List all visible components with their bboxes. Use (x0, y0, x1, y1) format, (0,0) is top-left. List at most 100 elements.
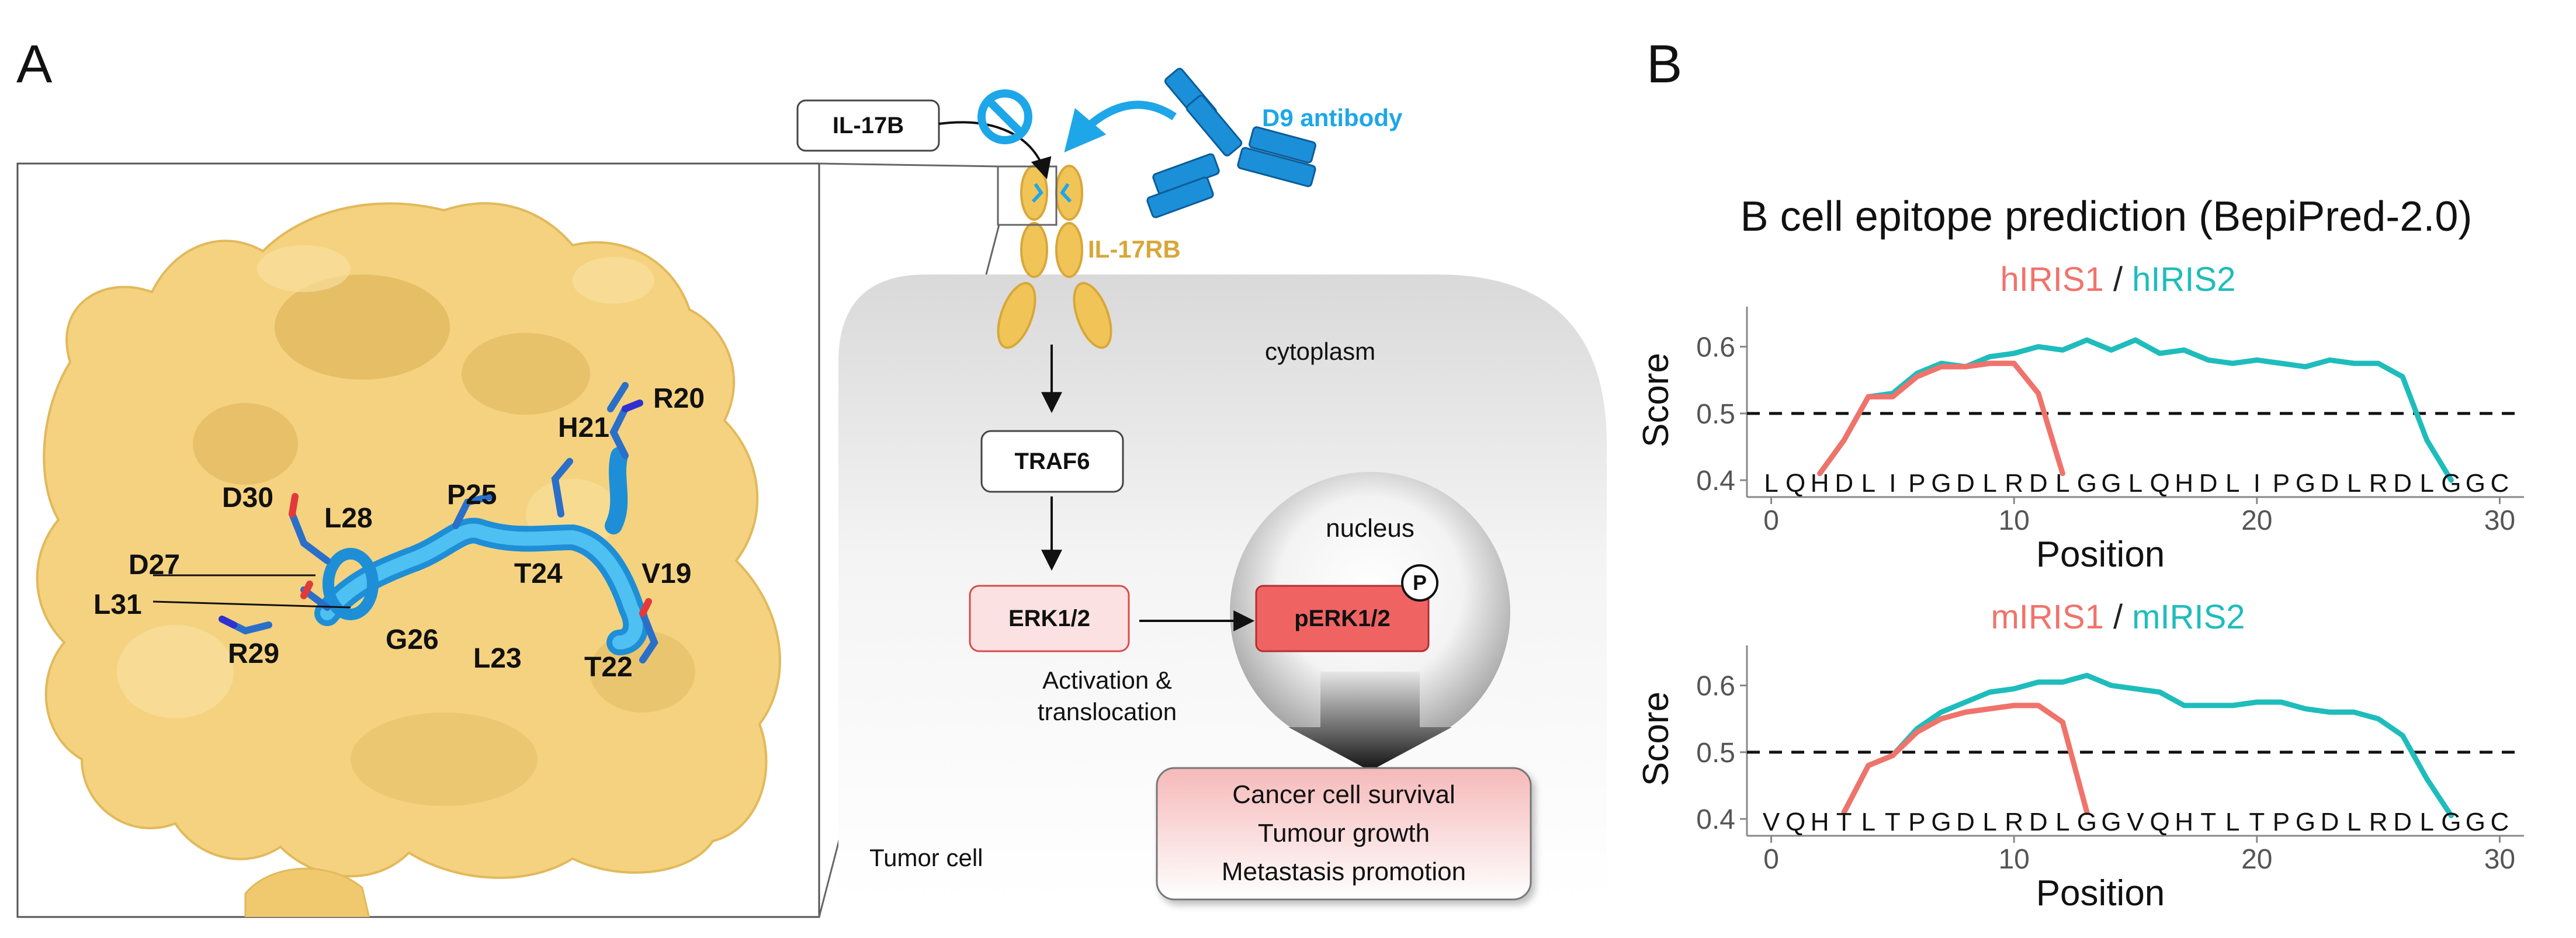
receptor (997, 165, 1112, 349)
chart2-legend: mIRIS1 / mIRIS2 (1694, 597, 2542, 637)
sequence-letter: Q (2149, 808, 2169, 836)
residue-label: V19 (642, 558, 692, 589)
perk-label: pERK1/2 (1294, 605, 1391, 631)
x-tick-label: 30 (2484, 505, 2515, 536)
receptor-zoom-box (997, 165, 1058, 226)
series-line-mIRIS1-overlay (1841, 703, 2090, 815)
sequence-letter: R (2369, 469, 2388, 498)
sequence-letter: G (1931, 808, 1951, 836)
sequence-letter: I (1889, 469, 1896, 498)
sequence-letter: L (2420, 808, 2434, 836)
sequence-letter: L (1861, 808, 1875, 836)
residue-label: L23 (473, 643, 522, 674)
residue-label: L31 (93, 589, 142, 620)
sequence-letter: L (2055, 808, 2069, 836)
residue-label: D30 (222, 482, 274, 513)
traf6-label: TRAF6 (1014, 448, 1090, 474)
sequence-letter: G (2101, 808, 2121, 836)
sequence-letter: Q (1785, 808, 1805, 836)
sequence-letter: L (2420, 469, 2434, 498)
erk-label: ERK1/2 (1008, 605, 1091, 631)
protein-surface (36, 202, 781, 917)
x-tick-label: 10 (1998, 844, 2029, 875)
nucleus-label: nucleus (1326, 514, 1414, 543)
sequence-letter: R (2005, 808, 2023, 836)
receptor-label: IL-17RB (1088, 235, 1181, 263)
residue-label: R20 (653, 383, 705, 414)
outcome-item: Tumour growth (1257, 819, 1430, 847)
cytoplasm-label: cytoplasm (1265, 338, 1376, 365)
sequence-letter: R (2369, 808, 2388, 836)
sequence-letter: G (2466, 808, 2485, 836)
sequence-letter: V (2127, 808, 2144, 836)
sequence-letter: G (2441, 469, 2461, 498)
peptide-ribbon (152, 382, 658, 663)
x-tick-label: 20 (2241, 505, 2272, 536)
translocation-arrow (1288, 672, 1452, 771)
sequence-letter: L (2225, 808, 2239, 836)
antibody-icon (1146, 68, 1316, 218)
residue-label: R29 (228, 638, 280, 669)
sequence-letter: T (1885, 808, 1901, 836)
phospho-label: P (1412, 571, 1427, 595)
sequence-letter: G (2077, 469, 2097, 498)
x-tick-label: 0 (1763, 505, 1779, 536)
residue-label: T22 (584, 652, 633, 683)
sequence-letter: R (2005, 469, 2023, 498)
x-tick-label: 30 (2484, 844, 2515, 875)
residue-label: G26 (386, 624, 439, 655)
sequence-letter: V (1763, 808, 1780, 836)
antibody-label: D9 antibody (1262, 104, 1403, 131)
sequence-letter: H (2175, 808, 2193, 836)
sequence-letter: P (2273, 808, 2290, 836)
activation-line2: translocation (1037, 698, 1177, 725)
perk-box (1255, 585, 1430, 652)
outcomes-list: Cancer cell survival Tumour growth Metas… (1157, 776, 1531, 891)
sequence-letter: L (1764, 469, 1778, 498)
sequence-letter: L (2347, 469, 2361, 498)
sequence-letter: D (2393, 808, 2412, 836)
x-tick-label: 20 (2241, 844, 2272, 875)
sequence-letter: G (2077, 808, 2097, 836)
block-icon (977, 89, 1032, 144)
panel-b-title: B cell epitope prediction (BepiPred-2.0) (1740, 193, 2473, 240)
sequence-letter: D (2029, 808, 2048, 836)
y-tick-label: 0.5 (1696, 399, 1735, 430)
sequence-letter: G (2466, 469, 2485, 498)
y-tick-label: 0.4 (1696, 465, 1735, 496)
activation-label: Activation & translocation (1017, 665, 1198, 728)
chart1-legend: hIRIS1 / hIRIS2 (1694, 260, 2542, 299)
sequence-letter: L (2055, 469, 2069, 498)
il17b-box (796, 99, 940, 152)
sequence-letter: Q (1785, 469, 1805, 498)
sequence-letter: L (1861, 469, 1875, 498)
sequence-letter: H (2175, 469, 2193, 498)
sequence-letter: T (1836, 808, 1852, 836)
panel-b-letter: B (1646, 34, 1683, 94)
residue-label: T24 (514, 558, 563, 589)
sequence-letter: D (2029, 469, 2048, 498)
sequence-letter: D (2393, 469, 2412, 498)
residue-label: P25 (447, 480, 497, 510)
il17b-label: IL-17B (832, 112, 904, 138)
x-tick-label: 10 (1998, 505, 2029, 536)
y-axis-label: Score (1636, 692, 1676, 786)
sequence-letter: H (1811, 469, 1829, 498)
outcome-item: Cancer cell survival (1232, 780, 1455, 809)
sequence-letter: P (1908, 469, 1925, 498)
x-axis-label: Position (2036, 534, 2165, 575)
sequence-letter: G (1931, 469, 1951, 498)
residue-label: L28 (324, 503, 373, 534)
legend-series1: hIRIS1 (2000, 260, 2104, 298)
sequence-letter: L (2128, 469, 2142, 498)
sequence-letter: T (2200, 808, 2216, 836)
sequence-letter: L (1982, 808, 1996, 836)
legend-separator: / (2103, 260, 2133, 298)
y-tick-label: 0.5 (1696, 738, 1735, 769)
sequence-letter: D (1956, 469, 1975, 498)
sequence-letter: T (2249, 808, 2265, 836)
series-line-mIRIS2 (1841, 672, 2454, 818)
